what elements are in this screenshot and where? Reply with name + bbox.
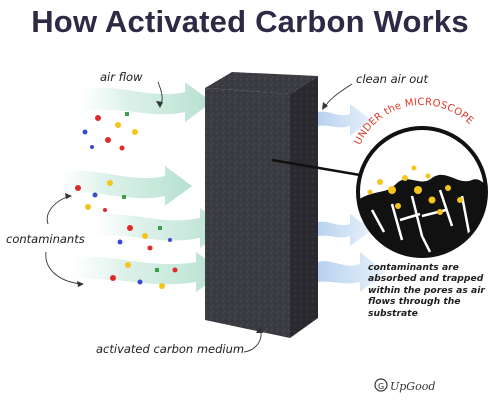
circle-g-logo-icon: G — [374, 378, 388, 392]
air-flow-arrows-in — [60, 82, 228, 292]
activated-carbon-medium-label: activated carbon medium — [96, 342, 245, 356]
clean-air-arrows-out — [318, 104, 385, 292]
air-flow-label: air flow — [100, 70, 143, 84]
block-top-face — [205, 72, 318, 94]
microscope-view — [356, 126, 488, 258]
brand-logo: UpGood — [390, 380, 436, 393]
activated-carbon-block — [205, 72, 318, 338]
clean-air-leader — [323, 83, 353, 109]
microscope-pointer — [271, 158, 361, 177]
block-side-face — [290, 76, 318, 338]
clean-arrow-2 — [318, 214, 372, 246]
contaminants-leader-up — [46, 195, 71, 225]
svg-text:G: G — [378, 382, 384, 391]
clean-air-out-label: clean air out — [356, 72, 429, 86]
air-arrow-1 — [80, 82, 212, 122]
leader-arrowheads — [65, 101, 328, 333]
air-arrow-4 — [70, 252, 224, 292]
block-front-face — [205, 88, 290, 338]
air-arrow-2 — [60, 166, 192, 206]
contaminants-leader-down — [45, 251, 83, 285]
microscope-description: contaminants are absorbed and trapped wi… — [368, 262, 485, 319]
clean-arrow-3 — [318, 252, 385, 292]
contaminants-label: contaminants — [6, 232, 85, 246]
clean-arrow-1 — [318, 104, 372, 136]
contaminant-particles — [75, 112, 178, 289]
page-title: How Activated Carbon Works — [31, 4, 469, 39]
